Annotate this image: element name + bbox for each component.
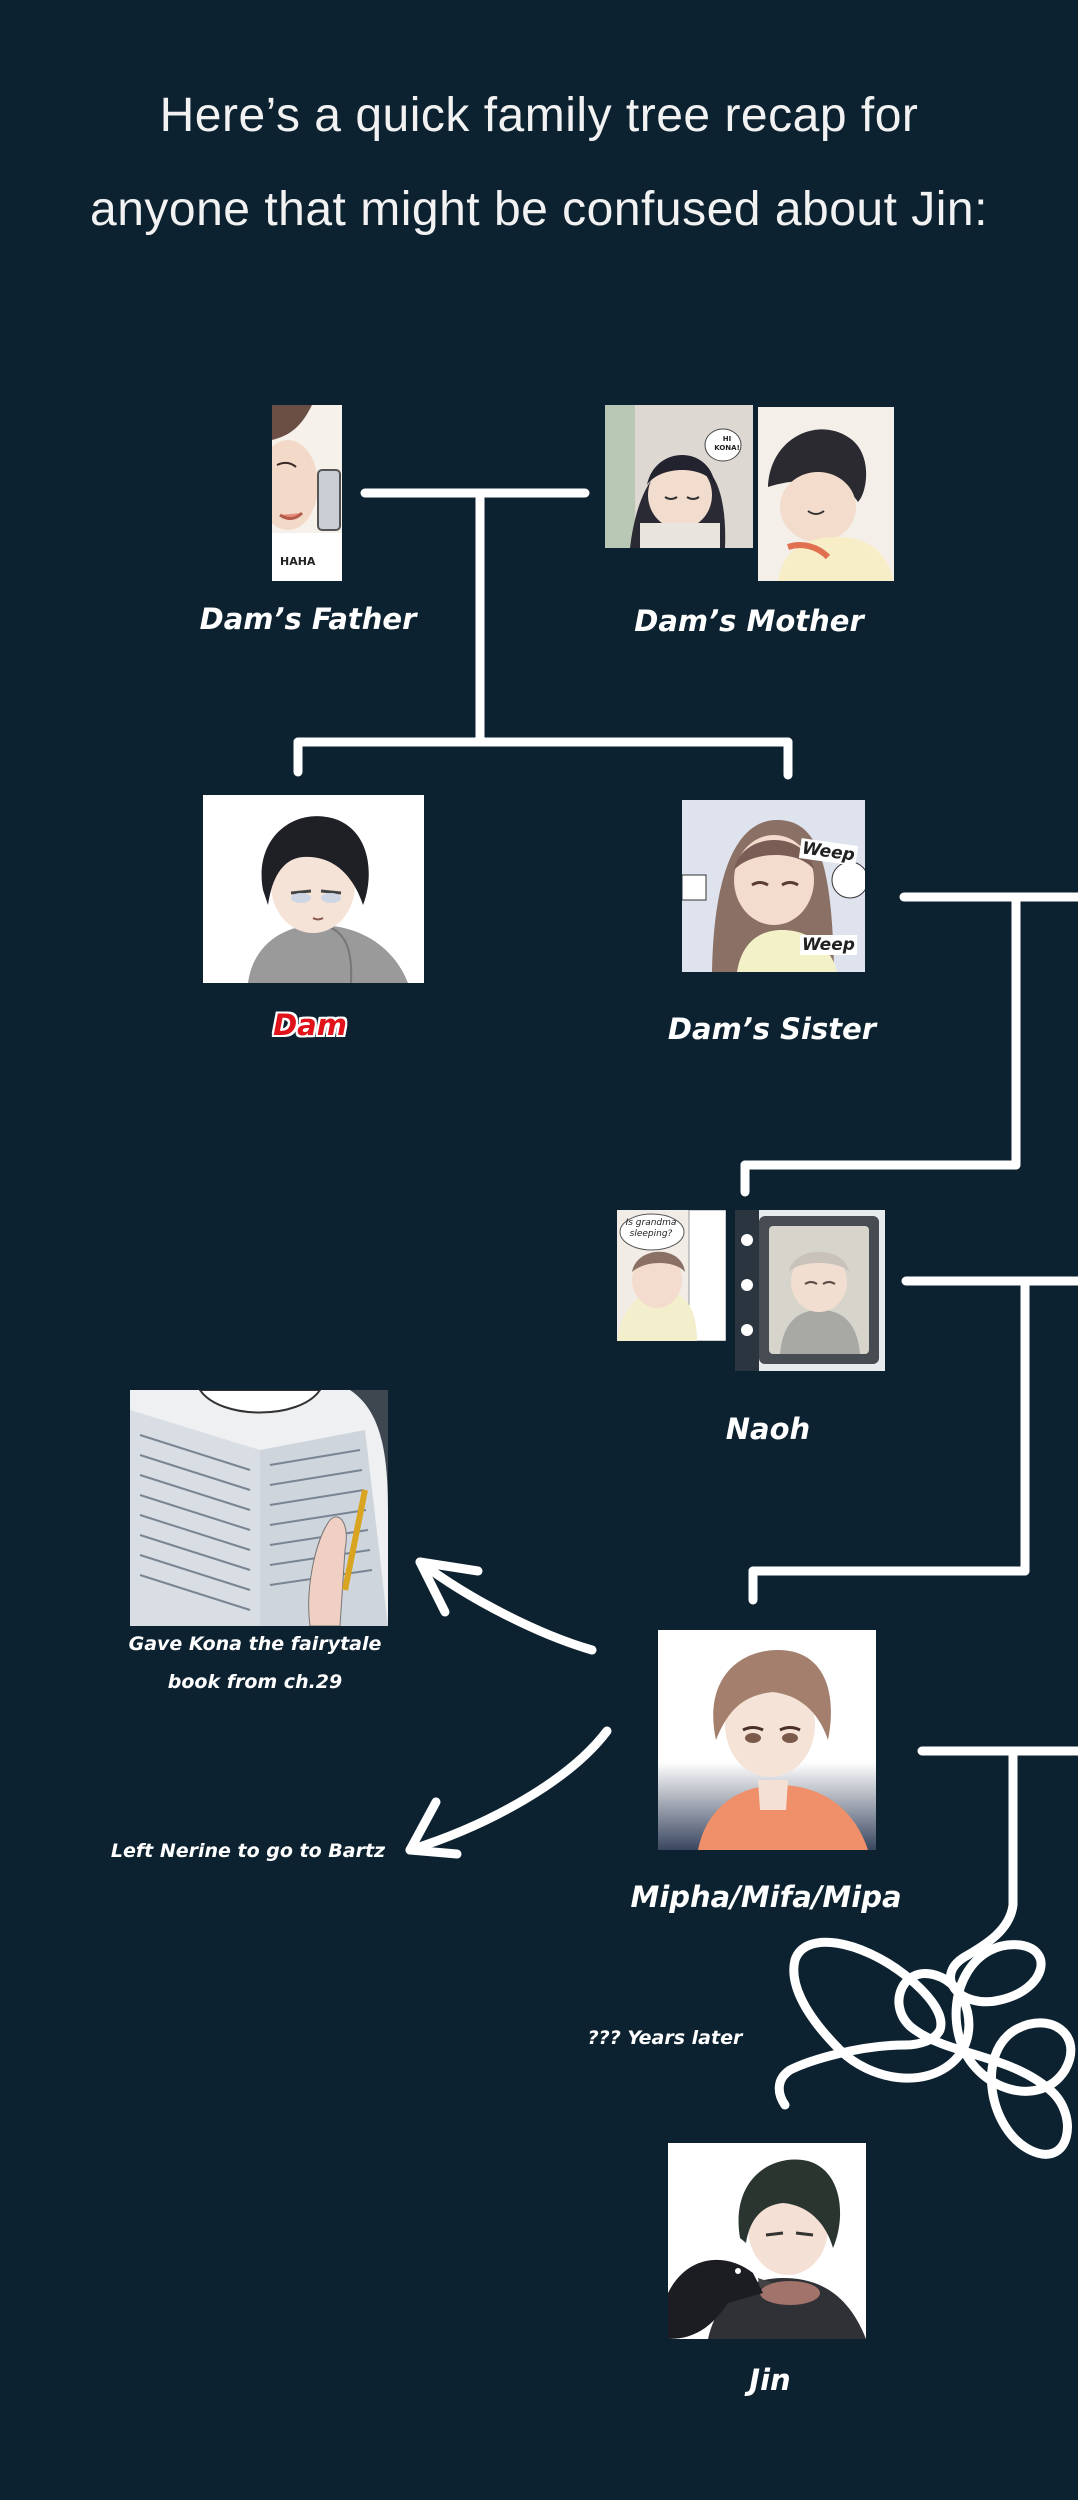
father-haha-text: HAHA (280, 555, 316, 568)
naoh-label: Naoh (725, 1412, 811, 1446)
dams-sister-image: Weep Weep (682, 800, 865, 972)
naoh-grandma-text: Is grandma sleeping? (625, 1218, 677, 1239)
left-nerine-note: Left Nerine to go to Bartz (110, 1840, 386, 1862)
dams-mother-image-2 (758, 407, 894, 581)
mipha-drop-line (963, 1746, 1018, 1960)
fairytale-book-image (130, 1390, 388, 1626)
years-later-note: ??? Years later (587, 2027, 743, 2049)
dams-father-image: HAHA (272, 405, 342, 581)
jin-label: Jin (749, 2363, 791, 2397)
arrow-to-bartz (405, 1726, 612, 1855)
naoh-image-2 (735, 1210, 885, 1371)
title-line-2: anyone that might be confused about Jin: (90, 183, 988, 236)
sister-weep-text-2: Weep (800, 935, 857, 955)
dams-mother-image-1: HI KONA! (605, 405, 753, 548)
arrow-to-fairytale (415, 1557, 597, 1655)
dams-sister-label: Dam’s Sister (667, 1012, 877, 1046)
mipha-image (658, 1630, 876, 1850)
fairytale-note-line-2: book from ch.29 (167, 1671, 343, 1693)
arrow-to-bartz-head (405, 1797, 462, 1859)
dam-label: Dam (273, 1008, 347, 1042)
mother-hi-kona-text: HI KONA! (714, 435, 740, 452)
dams-mother-label: Dam’s Mother (634, 604, 864, 638)
dam-image (203, 795, 424, 983)
dams-father-label: Dam’s Father (199, 602, 417, 636)
squiggle-line (774, 1937, 1076, 2159)
arrow-to-fairytale-head (415, 1557, 483, 1617)
fairytale-note-line-1: Gave Kona the fairytale (128, 1633, 382, 1655)
jin-image (668, 2143, 866, 2339)
title-line-1: Here’s a quick family tree recap for (159, 89, 919, 142)
naoh-image-1: Is grandma sleeping? (617, 1210, 726, 1341)
mipha-label: Mipha/Mifa/Mipa (630, 1880, 902, 1914)
